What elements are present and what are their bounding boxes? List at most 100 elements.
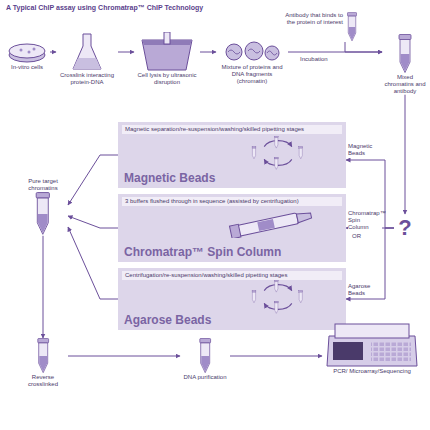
process-step: Reverse crosslinked	[18, 338, 68, 388]
choice-label: OR	[352, 233, 361, 239]
edge-label: Magnetic Beads	[348, 143, 382, 157]
flow-arrow	[50, 52, 56, 53]
flask-icon	[70, 32, 104, 72]
icon-part	[39, 356, 47, 371]
icon-part	[38, 214, 48, 233]
tube-icon	[36, 338, 50, 374]
process-step: Pure target chromatins	[18, 178, 68, 236]
flow-arrow	[68, 356, 180, 357]
icon-part	[257, 219, 275, 231]
icon-part	[200, 343, 209, 373]
flow-arrow	[68, 227, 118, 299]
tube-icon	[34, 192, 52, 236]
icon-part	[275, 282, 278, 293]
icon-part	[38, 338, 49, 342]
flow-arrow	[200, 52, 216, 53]
tube-icon	[198, 338, 212, 374]
step-caption: Pure target chromatins	[18, 178, 68, 192]
process-step: Cell lysis by ultrasonic disruption	[134, 32, 200, 86]
petri-dish-icon	[7, 40, 47, 64]
band-heading: Agarose Beads	[124, 313, 211, 327]
step-caption: In-vitro cells	[4, 64, 50, 71]
flow-arrow	[230, 356, 322, 357]
icon-part	[164, 32, 170, 44]
icon-part	[229, 224, 241, 238]
icon-part	[348, 16, 356, 41]
icon-part	[275, 159, 278, 170]
method-band: Centrifugation/re-suspension/washing/ski…	[118, 268, 346, 330]
icon-part	[228, 49, 277, 55]
icon-part	[400, 40, 410, 73]
icon-part	[252, 292, 255, 303]
icon-part	[299, 148, 302, 159]
icon-part	[335, 324, 409, 338]
icon-part	[333, 342, 363, 360]
icon-part	[73, 58, 101, 69]
step-caption: Mixture of proteins and DNA fragments (c…	[216, 64, 288, 85]
tube-icon	[397, 34, 413, 74]
spin-column-icon	[218, 210, 328, 238]
process-step: Antibody that binds to the protein of in…	[282, 12, 358, 42]
process-step: PCR/ Microarray/Sequencing	[322, 322, 422, 375]
icon-part	[349, 27, 356, 40]
icon-part	[28, 51, 31, 54]
icon-part	[371, 342, 411, 362]
step-caption: Antibody that binds to the protein of in…	[282, 12, 346, 26]
icon-part	[252, 147, 256, 159]
edge-label: Chromatrap™ Spin Column	[348, 210, 382, 231]
band-heading: Chromatrap™ Spin Column	[124, 245, 281, 259]
process-step: Mixed chromatins and antibody	[382, 34, 428, 95]
icon-part	[274, 157, 278, 169]
icon-part	[327, 336, 417, 366]
icon-part	[38, 343, 47, 373]
flow-arrow	[68, 216, 118, 228]
flow-arrow	[68, 155, 118, 205]
method-band: 3 buffers flushed through in sequence (a…	[118, 194, 346, 262]
band-description: Centrifugation/re-suspension/washing/ski…	[122, 271, 342, 280]
icon-part	[238, 213, 299, 236]
tube-icon	[346, 12, 358, 42]
step-caption: Mixed chromatins and antibody	[382, 74, 428, 95]
icon-part	[299, 147, 303, 159]
icon-part	[296, 211, 312, 223]
icon-part	[252, 291, 256, 303]
edge-label: Agarose Beads	[348, 283, 382, 297]
icon-part	[275, 303, 278, 314]
step-caption: PCR/ Microarray/Sequencing	[322, 368, 422, 375]
icon-part	[274, 301, 278, 313]
process-step: In-vitro cells	[4, 40, 50, 71]
icon-part	[299, 147, 303, 149]
process-step: DNA purification	[180, 338, 230, 381]
icon-part	[401, 54, 410, 71]
flow-arrow	[43, 236, 44, 338]
icon-part	[252, 147, 256, 149]
flow-arrow	[345, 42, 382, 52]
choice-mark: ?	[394, 214, 416, 242]
step-caption: Crosslink interacting protein-DNA	[56, 72, 118, 86]
icon-part	[229, 210, 312, 238]
icon-part	[201, 356, 209, 371]
flow-arrow	[346, 228, 394, 299]
icon-part	[274, 136, 278, 138]
icon-part	[9, 44, 45, 58]
icon-part	[20, 49, 23, 52]
icon-part	[33, 48, 36, 51]
icon-part	[252, 148, 255, 159]
icon-part	[275, 138, 278, 149]
band-description: Magnetic separation/re-suspension/washin…	[122, 125, 342, 134]
icon-part	[274, 280, 278, 282]
icon-part	[299, 292, 302, 303]
icon-part	[274, 301, 278, 303]
icon-part	[73, 34, 101, 69]
icon-part	[252, 291, 256, 293]
icon-part	[36, 192, 49, 197]
flow-arrow	[118, 52, 134, 53]
icon-part	[348, 12, 357, 16]
edge-label: Incubation	[300, 56, 344, 63]
chromatin-icon	[222, 40, 282, 64]
pcr-machine-icon	[325, 322, 419, 368]
sonicator-icon	[140, 32, 194, 72]
step-caption: Cell lysis by ultrasonic disruption	[134, 72, 200, 86]
icon-part	[299, 291, 303, 293]
